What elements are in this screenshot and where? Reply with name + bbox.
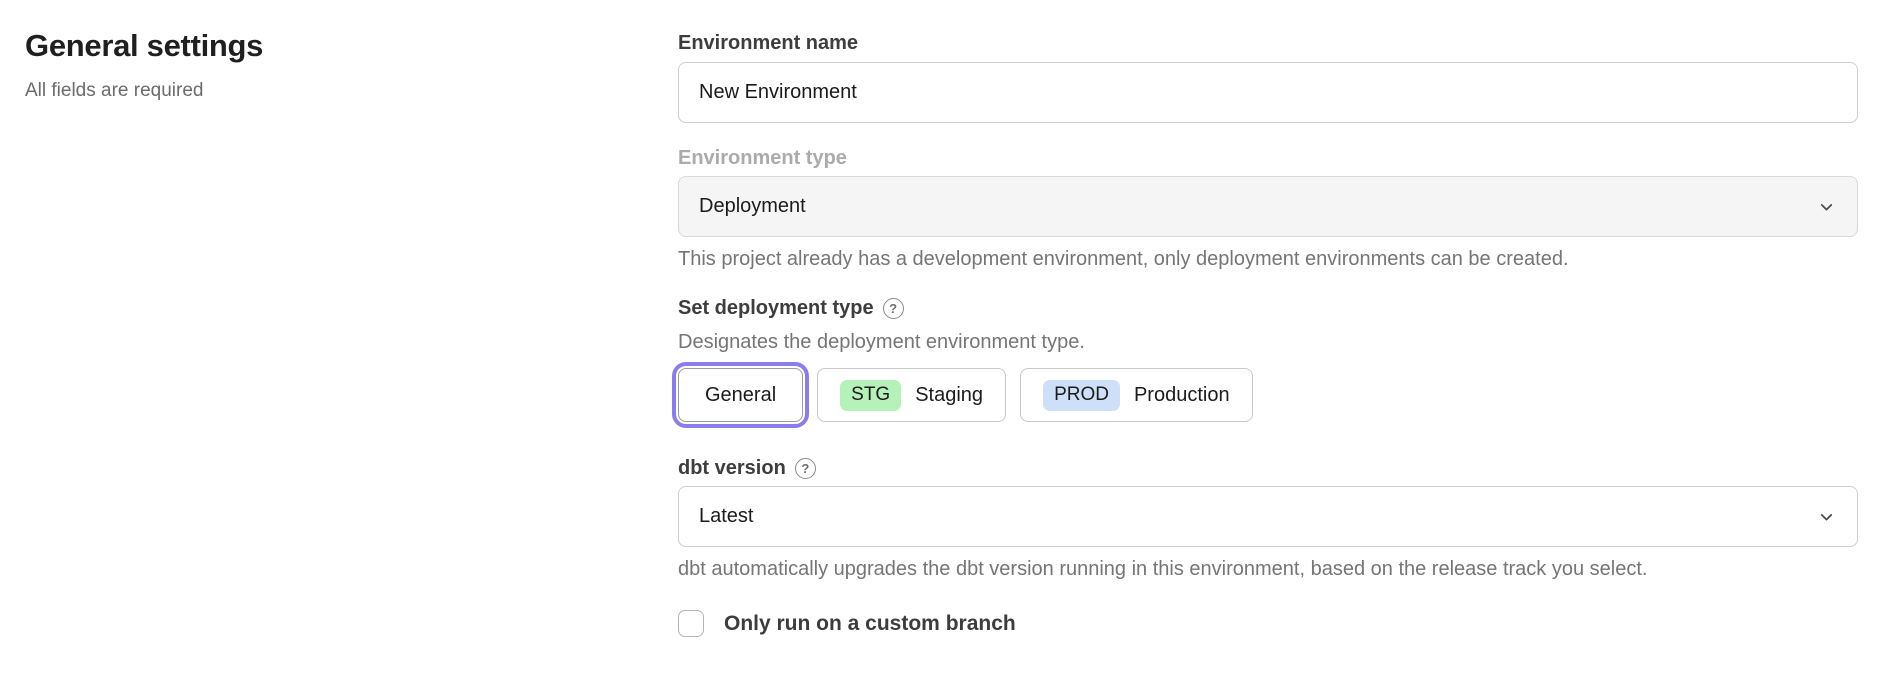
deployment-type-staging-button[interactable]: STG Staging xyxy=(817,368,1007,422)
page-title: General settings xyxy=(25,28,264,63)
environment-type-value: Deployment xyxy=(699,195,806,217)
custom-branch-checkbox[interactable] xyxy=(678,610,704,637)
page-subtitle: All fields are required xyxy=(25,80,204,101)
environment-name-label: Environment name xyxy=(678,32,859,54)
dbt-version-label: dbt version ? xyxy=(678,455,1858,482)
general-option-label: General xyxy=(705,383,777,406)
custom-branch-row: Only run on a custom branch xyxy=(678,610,1858,637)
settings-intro: General settings All fields are required xyxy=(25,28,545,102)
staging-badge: STG xyxy=(840,379,902,411)
dbt-version-select[interactable]: Latest xyxy=(678,486,1858,547)
help-icon[interactable]: ? xyxy=(882,298,904,319)
production-badge: PROD xyxy=(1043,379,1120,411)
production-option-label: Production xyxy=(1133,383,1230,406)
deployment-type-helper: Designates the deployment environment ty… xyxy=(678,331,1085,353)
custom-branch-label: Only run on a custom branch xyxy=(724,611,1016,635)
staging-option-label: Staging xyxy=(915,383,984,406)
deployment-type-production-button[interactable]: PROD Production xyxy=(1020,368,1253,422)
environment-type-select[interactable]: Deployment xyxy=(678,176,1858,237)
deployment-type-label: Set deployment type ? xyxy=(678,295,1858,322)
settings-form: Environment name Environment type Deploy… xyxy=(671,30,1858,637)
environment-type-label: Environment type xyxy=(678,147,847,169)
deployment-type-general-button[interactable]: General xyxy=(671,362,810,428)
help-icon[interactable]: ? xyxy=(794,458,816,479)
environment-name-input[interactable] xyxy=(678,62,1858,123)
chevron-down-icon xyxy=(1818,508,1835,525)
deployment-type-options: General STG Staging PROD Production xyxy=(671,362,1858,428)
dbt-version-value: Latest xyxy=(699,505,754,527)
dbt-version-helper: dbt automatically upgrades the dbt versi… xyxy=(678,558,1648,580)
chevron-down-icon xyxy=(1818,198,1835,215)
environment-type-helper: This project already has a development e… xyxy=(678,248,1569,270)
